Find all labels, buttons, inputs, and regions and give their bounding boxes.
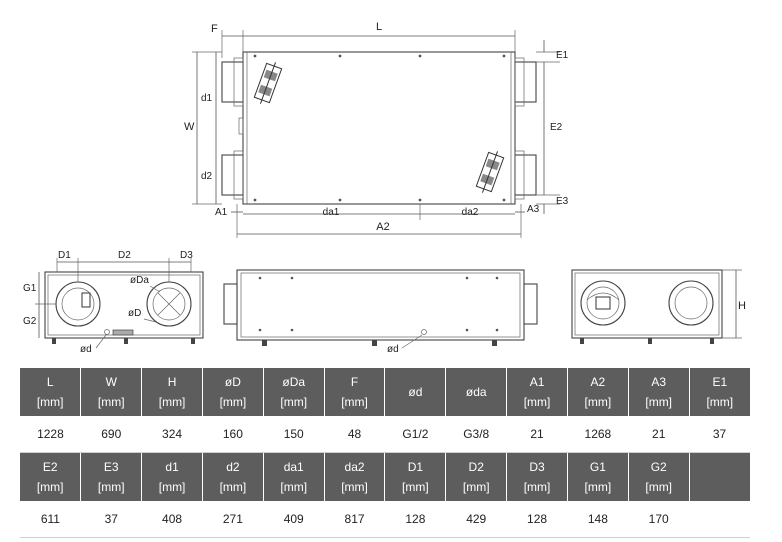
dim-label-G2: G2 — [23, 316, 37, 327]
header-cell: da1[mm] — [263, 452, 325, 501]
dim-label-E2: E2 — [550, 122, 563, 133]
spigot-top-left — [221, 61, 244, 103]
dim-label-oD: øD — [128, 308, 141, 319]
value-cell: 408 — [141, 501, 203, 538]
dim-label-F: F — [211, 23, 218, 35]
header-cell: W[mm] — [80, 368, 143, 416]
dim-label-d1: d1 — [201, 93, 213, 104]
header-cell: øD[mm] — [202, 368, 264, 416]
value-cell: 817 — [324, 501, 385, 538]
value-cell: 21 — [506, 416, 568, 453]
dim-label-A2: A2 — [376, 221, 389, 233]
dim-label-d2: d2 — [201, 171, 213, 182]
top-view-body — [242, 51, 516, 205]
dim-label-E1: E1 — [556, 50, 569, 61]
value-row-1: 1228 690 324 160 150 48 G1/2 G3/8 21 126… — [20, 416, 750, 453]
header-cell: da2[mm] — [324, 452, 386, 501]
header-cell: F[mm] — [324, 368, 386, 416]
header-cell: E2[mm] — [20, 452, 82, 501]
spigot-bottom-right — [514, 154, 537, 196]
dim-label-D3: D3 — [180, 250, 193, 261]
technical-drawing: L F W d1 d2 A1 da1 da2 A3 A2 — [23, 21, 746, 355]
header-cell: D3[mm] — [506, 452, 568, 501]
top-view: L F W d1 d2 A1 da1 da2 A3 A2 — [184, 21, 569, 238]
dim-label-oDa: øDa — [130, 275, 149, 286]
dim-label-od: ød — [80, 344, 92, 355]
value-cell: 429 — [445, 501, 507, 538]
header-cell: G1[mm] — [567, 452, 629, 501]
value-cell: 37 — [80, 501, 142, 538]
header-cell: D1[mm] — [384, 452, 447, 501]
header-cell: d1[mm] — [141, 452, 203, 501]
header-cell: A1[mm] — [506, 368, 568, 416]
value-cell: 1268 — [567, 416, 629, 453]
left-end-view: D1 D2 D3 G1 G2 øDa øD ød — [23, 250, 204, 355]
header-cell — [689, 452, 750, 501]
right-end-view: H — [571, 269, 746, 344]
header-cell: A3[mm] — [628, 368, 690, 416]
value-cell — [689, 501, 750, 538]
dim-label-da2: da2 — [462, 207, 479, 218]
value-cell: 128 — [384, 501, 446, 538]
spec-table: L[mm] W[mm] H[mm] øD[mm] øDa[mm] F[mm] ø… — [20, 368, 750, 538]
header-row-1: L[mm] W[mm] H[mm] øD[mm] øDa[mm] F[mm] ø… — [20, 368, 750, 416]
header-cell: G2[mm] — [628, 452, 690, 501]
value-cell: 128 — [506, 501, 568, 538]
dim-label-od-side: ød — [387, 344, 399, 355]
header-row-2: E2[mm] E3[mm] d1[mm] d2[mm] da1[mm] da2[… — [20, 452, 750, 501]
value-cell: 690 — [80, 416, 142, 453]
header-cell: E3[mm] — [80, 452, 143, 501]
header-cell: L[mm] — [20, 368, 82, 416]
value-cell: 611 — [20, 501, 81, 538]
dim-label-da1: da1 — [323, 207, 340, 218]
header-cell: D2[mm] — [445, 452, 508, 501]
header-cell: A2[mm] — [567, 368, 629, 416]
spigot-bottom-left — [221, 154, 244, 196]
value-cell: 409 — [263, 501, 325, 538]
dim-label-D2: D2 — [118, 250, 131, 261]
value-row-2: 611 37 408 271 409 817 128 429 128 148 1… — [20, 501, 750, 538]
value-cell: 160 — [202, 416, 264, 453]
value-cell: 170 — [628, 501, 690, 538]
header-cell: ød — [384, 368, 447, 416]
header-cell: H[mm] — [141, 368, 203, 416]
value-cell: 21 — [628, 416, 690, 453]
value-cell: 271 — [202, 501, 264, 538]
dim-label-E3: E3 — [556, 196, 569, 207]
value-cell: 324 — [141, 416, 203, 453]
fan-motor-icon — [253, 62, 283, 104]
dim-label-A1: A1 — [215, 207, 228, 218]
dim-label-A3: A3 — [527, 204, 540, 215]
value-cell: 48 — [324, 416, 385, 453]
header-cell: øDa[mm] — [263, 368, 325, 416]
value-cell: G3/8 — [445, 416, 507, 453]
side-view: ød — [223, 269, 538, 355]
dim-label-L: L — [376, 21, 382, 33]
dim-label-D1: D1 — [58, 250, 71, 261]
dim-label-H: H — [738, 300, 746, 312]
header-cell: d2[mm] — [202, 452, 264, 501]
value-cell: 1228 — [20, 416, 81, 453]
header-cell: øda — [445, 368, 508, 416]
spigot-top-right — [514, 61, 537, 103]
value-cell: 148 — [567, 501, 629, 538]
value-cell: 150 — [263, 416, 325, 453]
fan-motor-icon — [475, 151, 505, 193]
value-cell: G1/2 — [384, 416, 446, 453]
value-cell: 37 — [689, 416, 750, 453]
dim-label-G1: G1 — [23, 283, 37, 294]
side-view-body — [236, 269, 525, 341]
header-cell: E1[mm] — [689, 368, 750, 416]
dim-label-W: W — [184, 121, 195, 133]
